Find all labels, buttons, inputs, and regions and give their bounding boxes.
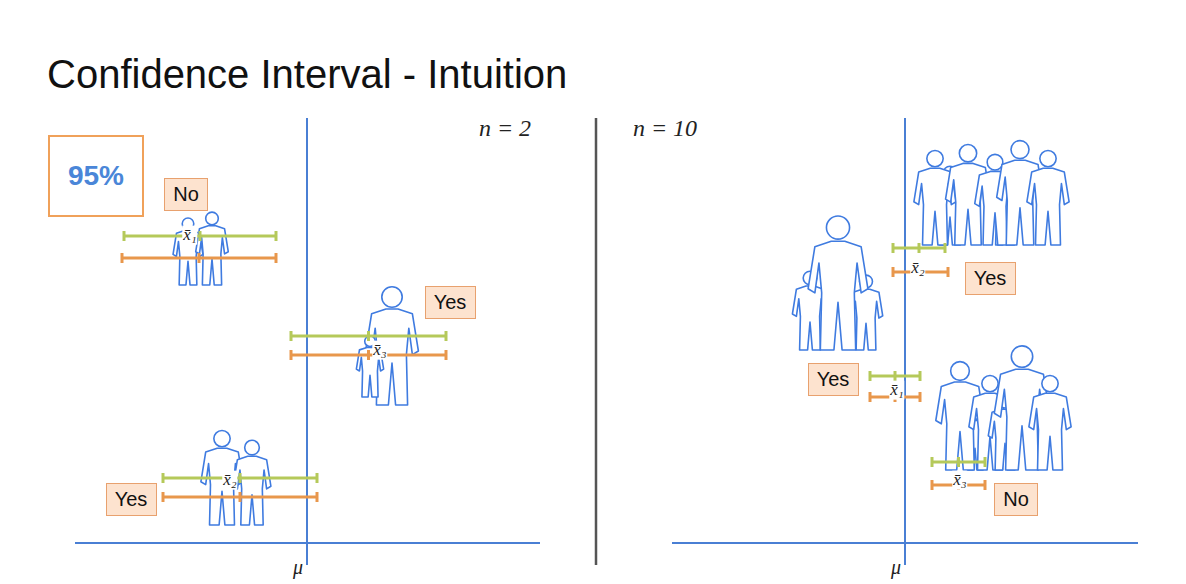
- interval-tick: [947, 267, 950, 277]
- person-body: [1027, 168, 1069, 245]
- person-head: [826, 216, 849, 239]
- sample-size: n = 2: [479, 115, 531, 142]
- interval-tick: [869, 392, 872, 402]
- confidence-interval: [932, 457, 985, 467]
- person-body: [233, 456, 271, 525]
- interval-tick: [892, 267, 895, 277]
- node-text: Yes: [974, 267, 1007, 290]
- confidence-interval: [870, 371, 920, 381]
- interval-tick: [367, 350, 370, 360]
- mean-line: [904, 118, 906, 565]
- person-figure: [808, 216, 868, 350]
- interval-tick: [316, 473, 319, 483]
- person-head: [245, 440, 260, 455]
- sample-mean: x̄₂: [910, 259, 925, 278]
- coverage-tag: Yes: [106, 483, 157, 516]
- interval-tick: [275, 253, 278, 263]
- interval-tick: [919, 392, 922, 402]
- confidence-interval: [163, 492, 317, 502]
- interval-tick: [918, 243, 921, 253]
- confidence-interval: [163, 473, 317, 483]
- interval-tick: [162, 492, 165, 502]
- sample-mean: x̄₃: [372, 341, 387, 360]
- person-body: [808, 241, 868, 350]
- interval-tick: [445, 331, 448, 341]
- sample-mean: x̄₃: [952, 471, 967, 490]
- person-figure: [1029, 375, 1071, 470]
- coverage-tag: Yes: [808, 363, 859, 396]
- sample-mean: x̄₁: [182, 226, 197, 245]
- person-figure: [196, 212, 229, 285]
- confidence-interval: [122, 253, 276, 263]
- interval-tick: [275, 231, 278, 241]
- interval-tick: [984, 457, 987, 467]
- slide-title: Confidence Interval - Intuition: [47, 52, 567, 97]
- coverage-tag: Yes: [425, 286, 476, 319]
- sample-mean: x̄₁: [889, 381, 904, 400]
- interval-tick: [121, 253, 124, 263]
- coverage-tag: No: [164, 178, 208, 211]
- sample-mean: x̄₂: [222, 471, 237, 490]
- interval-tick: [199, 231, 202, 241]
- person-head: [206, 212, 219, 225]
- interval-tick: [957, 457, 960, 467]
- interval-tick: [290, 350, 293, 360]
- node-text: 95%: [68, 160, 124, 192]
- confidence-interval: [291, 331, 446, 341]
- confidence-interval: [893, 243, 945, 253]
- person-figure: [1027, 150, 1069, 245]
- person-head: [1011, 346, 1032, 367]
- node-text: Yes: [434, 291, 467, 314]
- person-head: [1042, 375, 1058, 391]
- interval-tick: [984, 480, 987, 490]
- person-head: [927, 150, 943, 166]
- confidence-interval: [124, 231, 276, 241]
- person-head: [951, 362, 970, 381]
- person-head: [214, 430, 230, 446]
- interval-tick: [931, 457, 934, 467]
- sample-size: n = 10: [633, 115, 697, 142]
- node-text: No: [173, 183, 199, 206]
- confidence-interval: [291, 350, 446, 360]
- confidence-badge: 95%: [48, 135, 144, 217]
- person-body: [1029, 393, 1071, 470]
- interval-tick: [892, 243, 895, 253]
- interval-tick: [869, 371, 872, 381]
- interval-tick: [239, 473, 242, 483]
- divider: [595, 118, 598, 565]
- person-head: [982, 375, 998, 391]
- coverage-tag: Yes: [965, 262, 1016, 295]
- interval-tick: [316, 492, 319, 502]
- people: [173, 141, 1071, 525]
- population-mean: μ: [891, 556, 901, 579]
- interval-tick: [123, 231, 126, 241]
- person-figure: [233, 440, 271, 525]
- person-head: [959, 145, 976, 162]
- interval-tick: [198, 253, 201, 263]
- coverage-tag: No: [994, 483, 1038, 516]
- interval-tick: [919, 371, 922, 381]
- person-head: [1011, 141, 1029, 159]
- node-text: Yes: [115, 488, 148, 511]
- interval-tick: [290, 331, 293, 341]
- person-head: [1040, 150, 1056, 166]
- intervals: [122, 231, 985, 502]
- population-mean: μ: [293, 556, 303, 579]
- node-text: Yes: [817, 368, 850, 391]
- interval-tick: [239, 492, 242, 502]
- interval-tick: [944, 243, 947, 253]
- interval-tick: [894, 371, 897, 381]
- person-head: [987, 154, 1003, 170]
- interval-tick: [445, 350, 448, 360]
- interval-tick: [931, 480, 934, 490]
- interval-tick: [162, 473, 165, 483]
- axes: [75, 118, 1138, 565]
- node-text: No: [1003, 488, 1029, 511]
- interval-tick: [367, 331, 370, 341]
- person-head: [382, 287, 402, 307]
